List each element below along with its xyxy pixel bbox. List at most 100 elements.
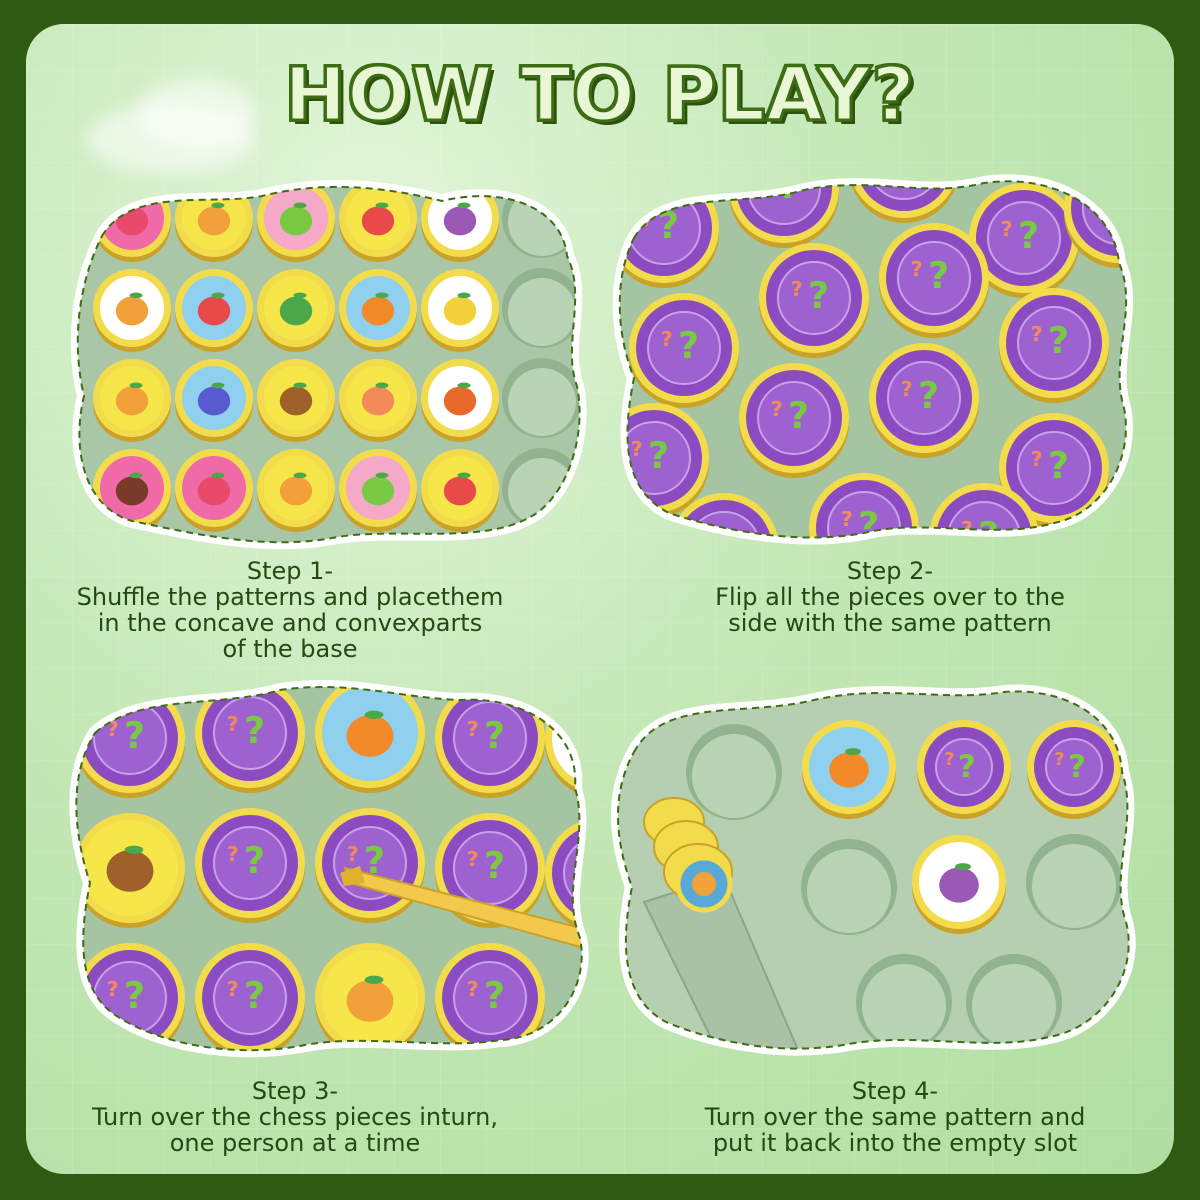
svg-text:?: ? bbox=[858, 504, 879, 547]
svg-text:?: ? bbox=[1001, 217, 1013, 241]
svg-text:?: ? bbox=[124, 714, 145, 757]
fruit-token-icon bbox=[175, 186, 253, 262]
svg-text:?: ? bbox=[901, 377, 913, 401]
svg-text:?: ? bbox=[594, 849, 600, 892]
svg-text:?: ? bbox=[918, 374, 939, 417]
svg-text:?: ? bbox=[898, 168, 919, 182]
svg-text:?: ? bbox=[467, 847, 479, 871]
empty-slot bbox=[686, 724, 782, 820]
fruit-token-icon bbox=[257, 449, 335, 532]
fruit-token-icon bbox=[93, 269, 171, 352]
fruit-token-icon bbox=[315, 686, 425, 793]
step-2-line-1: Flip all the pieces over to the bbox=[715, 583, 1065, 611]
step-4-caption: Step 4- Turn over the same pattern and p… bbox=[640, 1078, 1150, 1156]
step-1-line-2: in the concave and convexparts bbox=[97, 609, 483, 637]
fruit-token-icon bbox=[421, 449, 499, 532]
step-2-photo: ???????????????????????????????? bbox=[604, 168, 1144, 552]
svg-text:?: ? bbox=[244, 709, 265, 752]
question-token-icon: ?? bbox=[1027, 720, 1121, 819]
svg-text:?: ? bbox=[648, 434, 669, 477]
svg-text:?: ? bbox=[227, 977, 239, 1001]
fruit-token-icon bbox=[93, 359, 171, 442]
empty-slot bbox=[502, 358, 580, 438]
empty-slot bbox=[966, 954, 1062, 1049]
fruit-token-icon bbox=[257, 359, 335, 442]
step-1-line-3: of the base bbox=[222, 635, 358, 663]
step-2-label: Step 2- bbox=[846, 557, 934, 585]
step-1-caption: Step 1- Shuffle the patterns and placeth… bbox=[40, 558, 540, 662]
fruit-token-icon bbox=[339, 359, 417, 442]
step-4-illustration: ???? bbox=[611, 684, 1136, 1056]
step-1-label: Step 1- bbox=[246, 557, 334, 585]
question-token-icon: ?? bbox=[999, 413, 1109, 528]
svg-text:?: ? bbox=[467, 977, 479, 1001]
question-token-icon: ?? bbox=[759, 243, 869, 358]
svg-text:?: ? bbox=[1018, 214, 1039, 257]
svg-text:?: ? bbox=[658, 204, 679, 247]
question-token-icon: ?? bbox=[195, 686, 305, 793]
svg-text:?: ? bbox=[244, 839, 265, 882]
question-token-icon: ?? bbox=[435, 686, 545, 798]
step-1-illustration bbox=[70, 179, 587, 550]
fruit-token-icon bbox=[421, 269, 499, 352]
step-2-caption: Step 2- Flip all the pieces over to the … bbox=[640, 558, 1140, 636]
question-token-icon: ?? bbox=[999, 288, 1109, 403]
cloud-decoration bbox=[136, 79, 256, 149]
fruit-token-icon bbox=[421, 359, 499, 442]
svg-text:?: ? bbox=[771, 397, 783, 421]
step-1-line-1: Shuffle the patterns and placethem bbox=[76, 583, 504, 611]
fruit-token-icon bbox=[339, 186, 417, 262]
fruit-token-icon bbox=[339, 449, 417, 532]
empty-slot bbox=[856, 954, 952, 1049]
question-token-icon: ?? bbox=[315, 808, 425, 923]
svg-text:?: ? bbox=[347, 842, 359, 866]
step-3-label: Step 3- bbox=[251, 1077, 339, 1105]
question-token-icon: ?? bbox=[739, 363, 849, 478]
step-4-label: Step 4- bbox=[851, 1077, 939, 1105]
fruit-token-icon bbox=[315, 943, 425, 1051]
svg-text:?: ? bbox=[1048, 319, 1069, 362]
svg-text:?: ? bbox=[944, 750, 954, 770]
fruit-token-icon bbox=[175, 269, 253, 352]
question-token-icon: ?? bbox=[629, 293, 739, 408]
svg-text:?: ? bbox=[484, 844, 505, 887]
fruit-token-icon bbox=[93, 449, 171, 532]
svg-text:?: ? bbox=[631, 437, 643, 461]
fruit-token-icon bbox=[339, 269, 417, 352]
step-3-line-1: Turn over the chess pieces inturn, bbox=[91, 1103, 499, 1131]
svg-text:?: ? bbox=[227, 712, 239, 736]
svg-text:?: ? bbox=[928, 254, 949, 297]
fruit-token-icon bbox=[257, 269, 335, 352]
svg-text:?: ? bbox=[1068, 749, 1086, 785]
fruit-token-icon bbox=[912, 835, 1006, 934]
svg-text:?: ? bbox=[107, 977, 119, 1001]
empty-slot bbox=[801, 839, 897, 935]
question-token-icon: ?? bbox=[619, 181, 719, 288]
question-token-icon: ?? bbox=[917, 720, 1011, 819]
svg-text:?: ? bbox=[788, 394, 809, 437]
question-token-icon: ?? bbox=[879, 223, 989, 338]
svg-text:?: ? bbox=[1113, 184, 1134, 227]
svg-text:?: ? bbox=[227, 842, 239, 866]
svg-text:?: ? bbox=[841, 507, 853, 531]
step-3-illustration: ???????????????????? bbox=[69, 679, 600, 1058]
token-stack-icon bbox=[642, 797, 806, 1049]
tweezers-icon bbox=[340, 866, 582, 960]
step-2-line-2: side with the same pattern bbox=[728, 609, 1052, 637]
question-token-icon: ?? bbox=[869, 343, 979, 458]
svg-text:?: ? bbox=[958, 749, 976, 785]
svg-text:?: ? bbox=[1031, 447, 1043, 471]
step-1-photo bbox=[62, 176, 590, 554]
step-4-line-2: put it back into the empty slot bbox=[712, 1129, 1078, 1157]
fruit-token-icon bbox=[802, 720, 896, 819]
svg-text:?: ? bbox=[484, 974, 505, 1017]
question-token-icon: ?? bbox=[195, 808, 305, 923]
empty-slot bbox=[1026, 834, 1122, 930]
svg-text:?: ? bbox=[1031, 322, 1043, 346]
svg-text:?: ? bbox=[467, 717, 479, 741]
page-title: HOW TO PLAY? bbox=[283, 51, 916, 140]
fruit-token-icon bbox=[93, 186, 171, 262]
step-3-caption: Step 3- Turn over the chess pieces intur… bbox=[40, 1078, 550, 1156]
step-3-photo: ???????????????????? bbox=[60, 678, 600, 1062]
empty-slot bbox=[502, 268, 580, 348]
